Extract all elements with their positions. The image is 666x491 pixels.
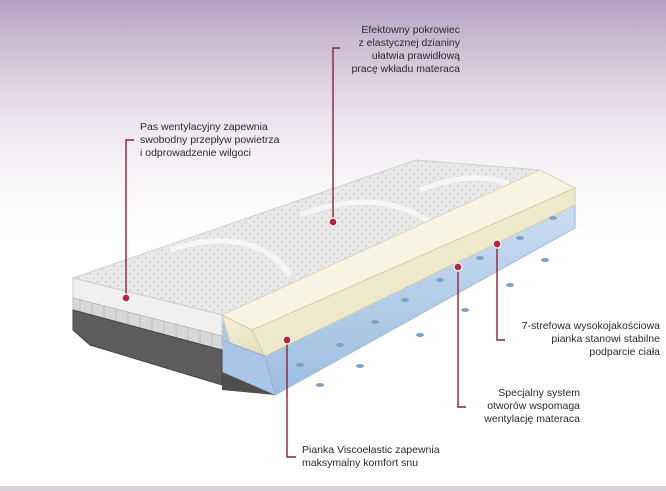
mattress-base-shadow bbox=[222, 372, 275, 395]
callout-vent-text: Pas wentylacyjny zapewnia swobodny przep… bbox=[140, 121, 280, 159]
mattress-dark-base bbox=[72, 309, 223, 386]
callout-zones-text: 7-strefowa wysokojakościowa pianka stano… bbox=[521, 320, 660, 358]
callout-holes bbox=[457, 267, 466, 408]
callout-cover-dot bbox=[328, 217, 338, 227]
callout-cover bbox=[332, 47, 340, 222]
callout-holes-text: Specjalny system otworów wspomaga wentyl… bbox=[484, 387, 580, 425]
callout-visco-dot bbox=[282, 335, 292, 345]
callout-holes-dot bbox=[453, 262, 463, 272]
callout-visco bbox=[286, 340, 296, 458]
visco-layer-face bbox=[251, 187, 576, 357]
callout-visco-text: Pianka Viscoelastic zapewnia maksymalny … bbox=[302, 444, 440, 469]
callout-cover-text: Efektowny pokrowiec z elastycznej dziani… bbox=[351, 24, 460, 75]
callout-vent bbox=[125, 139, 134, 298]
bottom-border bbox=[0, 486, 666, 491]
foam-holes bbox=[296, 216, 557, 387]
callout-zones-dot bbox=[492, 239, 502, 249]
callout-zones bbox=[496, 244, 505, 341]
callout-vent-dot bbox=[121, 293, 131, 303]
